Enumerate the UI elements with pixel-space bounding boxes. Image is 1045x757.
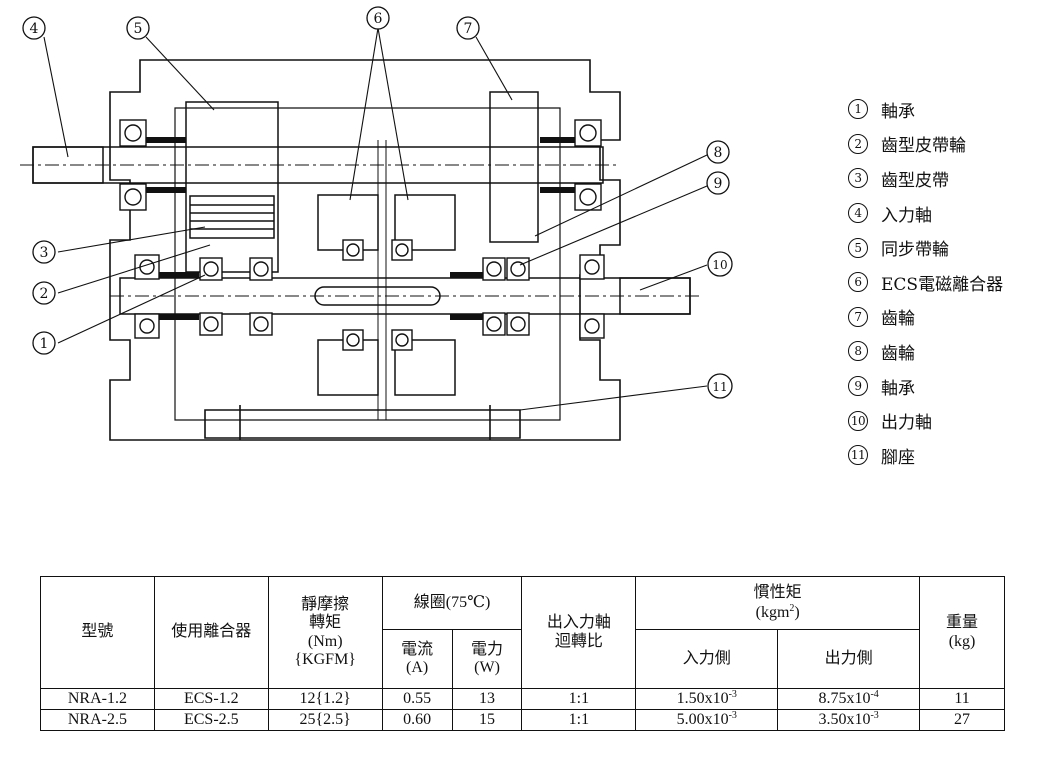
legend-item: 2 齒型皮帶輪 [848, 127, 1003, 162]
svg-text:8: 8 [714, 145, 723, 161]
header-power: 電力(W) [451, 629, 523, 689]
legend-item: 9 軸承 [848, 369, 1003, 404]
svg-text:10: 10 [712, 258, 727, 272]
callout-6: 6 [366, 6, 390, 30]
legend-label: 入力軸 [881, 205, 932, 226]
callout-3: 3 [32, 240, 56, 264]
header-model: 型號 [40, 576, 155, 689]
spec-table: 型號 使用離合器 靜摩擦轉矩 (Nm){KGFM} 線圈(75℃) 出入力軸迴轉… [40, 576, 1005, 731]
svg-text:6: 6 [374, 11, 383, 27]
header-inertia: 慣性矩 (kgm2) [635, 576, 921, 630]
legend-number: 7 [848, 306, 868, 327]
legend-number: 10 [848, 410, 868, 431]
legend-label: 齒輪 [881, 343, 915, 364]
header-current: 電流(A) [381, 629, 453, 689]
base-foot [204, 409, 521, 439]
legend-item: 11 腳座 [848, 438, 1003, 473]
legend-label: 齒輪 [881, 309, 915, 330]
callout-7: 7 [456, 16, 480, 40]
header-torque: 靜摩擦轉矩 (Nm){KGFM} [267, 576, 383, 689]
legend-number: 5 [848, 237, 868, 258]
gear-7 [489, 91, 539, 243]
cross-section-drawing: 4 5 6 7 8 9 10 3 2 1 11 [20, 6, 733, 441]
legend-item: 5 同步帶輪 [848, 230, 1003, 265]
housing-outline [109, 59, 621, 441]
callout-9: 9 [706, 171, 730, 195]
sync-pulley [185, 101, 279, 273]
callout-1: 1 [32, 331, 56, 355]
header-coil: 線圈(75℃) [381, 576, 523, 630]
header-input-side: 入力側 [635, 629, 779, 689]
svg-text:9: 9 [714, 176, 723, 192]
callout-5: 5 [126, 16, 150, 40]
callout-8: 8 [706, 140, 730, 164]
legend-item: 7 齒輪 [848, 300, 1003, 335]
timing-belt [189, 195, 275, 239]
header-weight: 重量(kg) [919, 576, 1005, 689]
legend-item: 1 軸承 [848, 92, 1003, 127]
legend-label: 齒型皮帶 [881, 170, 949, 191]
callout-4: 4 [22, 16, 46, 40]
legend-item: 4 入力軸 [848, 196, 1003, 231]
svg-text:5: 5 [134, 21, 143, 37]
table-row: NRA-2.5 ECS-2.5 25{2.5} 0.60 15 1:1 5.00… [40, 709, 1005, 731]
legend-label: 齒型皮帶輪 [881, 136, 966, 157]
legend-number: 4 [848, 203, 868, 224]
legend-label: 軸承 [881, 101, 915, 122]
svg-text:11: 11 [712, 380, 727, 394]
legend-item: 8 齒輪 [848, 334, 1003, 369]
legend-number: 2 [848, 133, 868, 154]
legend-number: 1 [848, 99, 868, 120]
legend-number: 8 [848, 341, 868, 362]
legend-label: 出力軸 [881, 413, 932, 434]
svg-text:7: 7 [464, 21, 473, 37]
legend-label: 腳座 [881, 447, 915, 468]
legend-number: 9 [848, 376, 868, 397]
legend-label: 軸承 [881, 378, 915, 399]
svg-text:3: 3 [40, 245, 49, 261]
legend-item: 10 出力軸 [848, 403, 1003, 438]
header-clutch: 使用離合器 [153, 576, 269, 689]
svg-text:2: 2 [40, 286, 49, 302]
legend-number: 11 [848, 445, 868, 466]
header-output-side: 出力側 [777, 629, 921, 689]
legend-item: 6 ECS電磁離合器 [848, 265, 1003, 300]
callout-10: 10 [707, 251, 733, 277]
callout-11: 11 [707, 373, 733, 399]
callout-2: 2 [32, 281, 56, 305]
header-ratio: 出入力軸迴轉比 [521, 576, 637, 689]
legend-item: 3 齒型皮帶 [848, 161, 1003, 196]
legend-number: 6 [848, 272, 868, 293]
input-shaft [32, 146, 604, 184]
svg-text:1: 1 [40, 336, 49, 352]
legend-label: ECS電磁離合器 [881, 274, 1004, 295]
legend-number: 3 [848, 168, 868, 189]
legend-label: 同步帶輪 [881, 240, 949, 261]
svg-text:4: 4 [30, 21, 39, 37]
table-row: NRA-1.2 ECS-1.2 12{1.2} 0.55 13 1:1 1.50… [40, 688, 1005, 710]
